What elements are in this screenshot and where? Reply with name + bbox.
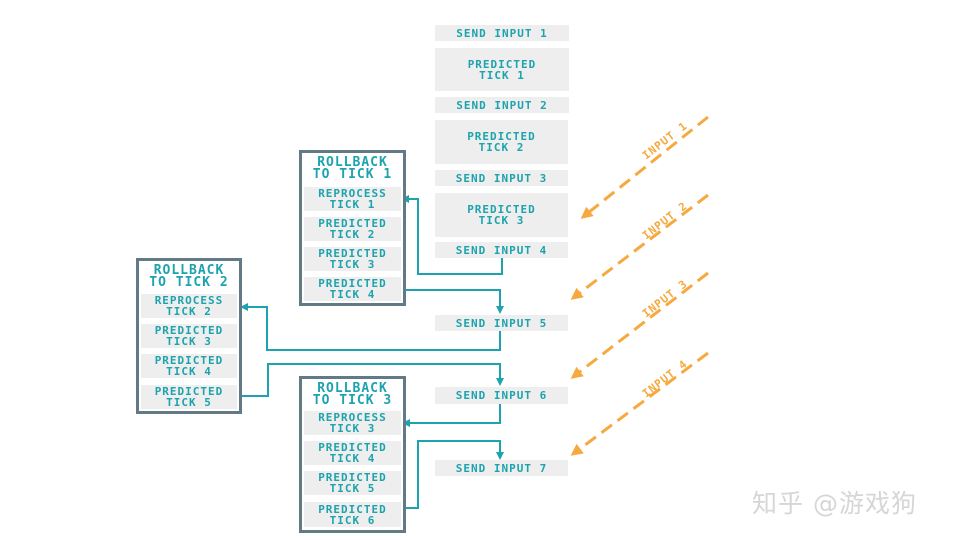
predicted-tick-2-line1: PREDICTED bbox=[467, 130, 536, 143]
predicted-tick-2-line2: TICK 2 bbox=[478, 141, 525, 154]
send-input-7-label: SEND INPUT 7 bbox=[455, 461, 548, 475]
connector-rollback3-to-input7 bbox=[402, 440, 504, 509]
rollback-1-title: ROLLBACK TO TICK 1 bbox=[312, 155, 393, 182]
rollback-2-predicted-tick-4: PREDICTED TICK 4 bbox=[141, 354, 237, 378]
input-4-arrow bbox=[570, 351, 709, 456]
predicted-tick-3-box: PREDICTED TICK 3 bbox=[435, 193, 568, 237]
send-input-2-box: SEND INPUT 2 bbox=[435, 97, 569, 113]
rollback-2-reprocess-tick-2: REPROCESS TICK 2 bbox=[141, 294, 237, 318]
input-1-arrow bbox=[580, 115, 709, 219]
send-input-7-box: SEND INPUT 7 bbox=[435, 460, 568, 476]
watermark: 知乎 @游戏狗 bbox=[752, 489, 917, 518]
input-3-arrow bbox=[570, 271, 709, 379]
rollback-2-title: ROLLBACK TO TICK 2 bbox=[149, 263, 229, 290]
connector-rollback2-to-input6 bbox=[239, 363, 504, 397]
send-input-3-box: SEND INPUT 3 bbox=[435, 170, 568, 186]
send-input-1-box: SEND INPUT 1 bbox=[435, 25, 569, 41]
connector-rollback1-to-input5 bbox=[402, 289, 504, 314]
predicted-tick-2-box: PREDICTED TICK 2 bbox=[435, 120, 568, 164]
rollback-3-predicted-tick-6: PREDICTED TICK 6 bbox=[304, 502, 401, 527]
rollback-2-predicted-tick-5: PREDICTED TICK 5 bbox=[141, 385, 237, 409]
rollback-3-predicted-tick-5: PREDICTED TICK 5 bbox=[304, 471, 401, 495]
predicted-tick-3-line2: TICK 3 bbox=[478, 214, 525, 227]
rollback-3-title: ROLLBACK TO TICK 3 bbox=[312, 381, 393, 408]
rollback-2-predicted-tick-3: PREDICTED TICK 3 bbox=[141, 324, 237, 348]
send-input-6-label: SEND INPUT 6 bbox=[455, 389, 548, 402]
rollback-1-reprocess-tick-1: REPROCESS TICK 1 bbox=[304, 187, 401, 211]
send-input-1-label: SEND INPUT 1 bbox=[456, 26, 548, 40]
send-input-2-label: SEND INPUT 2 bbox=[456, 98, 548, 112]
predicted-tick-1-box: PREDICTED TICK 1 bbox=[435, 48, 569, 91]
rollback-1-predicted-tick-2: PREDICTED TICK 2 bbox=[304, 217, 401, 241]
send-input-3-label: SEND INPUT 3 bbox=[455, 171, 548, 185]
send-input-5-box: SEND INPUT 5 bbox=[435, 315, 568, 331]
input-2-arrow bbox=[570, 193, 709, 300]
connector-input5-to-rollback2 bbox=[240, 303, 501, 351]
predicted-tick-1-line1: PREDICTED bbox=[467, 57, 537, 71]
connector-input4-to-rollback1 bbox=[401, 195, 503, 275]
send-input-4-box: SEND INPUT 4 bbox=[435, 242, 568, 258]
rollback-1-predicted-tick-3: PREDICTED TICK 3 bbox=[304, 247, 401, 271]
rollback-3-predicted-tick-4: PREDICTED TICK 4 bbox=[304, 441, 401, 465]
send-input-4-label: SEND INPUT 4 bbox=[455, 243, 548, 257]
send-input-5-label: SEND INPUT 5 bbox=[455, 316, 548, 330]
send-input-6-box: SEND INPUT 6 bbox=[435, 387, 568, 404]
predicted-tick-1-line2: TICK 1 bbox=[479, 68, 525, 82]
connector-input6-to-rollback3 bbox=[402, 404, 501, 427]
predicted-tick-3-line1: PREDICTED bbox=[467, 203, 536, 216]
rollback-3-reprocess-tick-3: REPROCESS TICK 3 bbox=[304, 411, 401, 435]
rollback-1-predicted-tick-4: PREDICTED TICK 4 bbox=[304, 277, 401, 301]
